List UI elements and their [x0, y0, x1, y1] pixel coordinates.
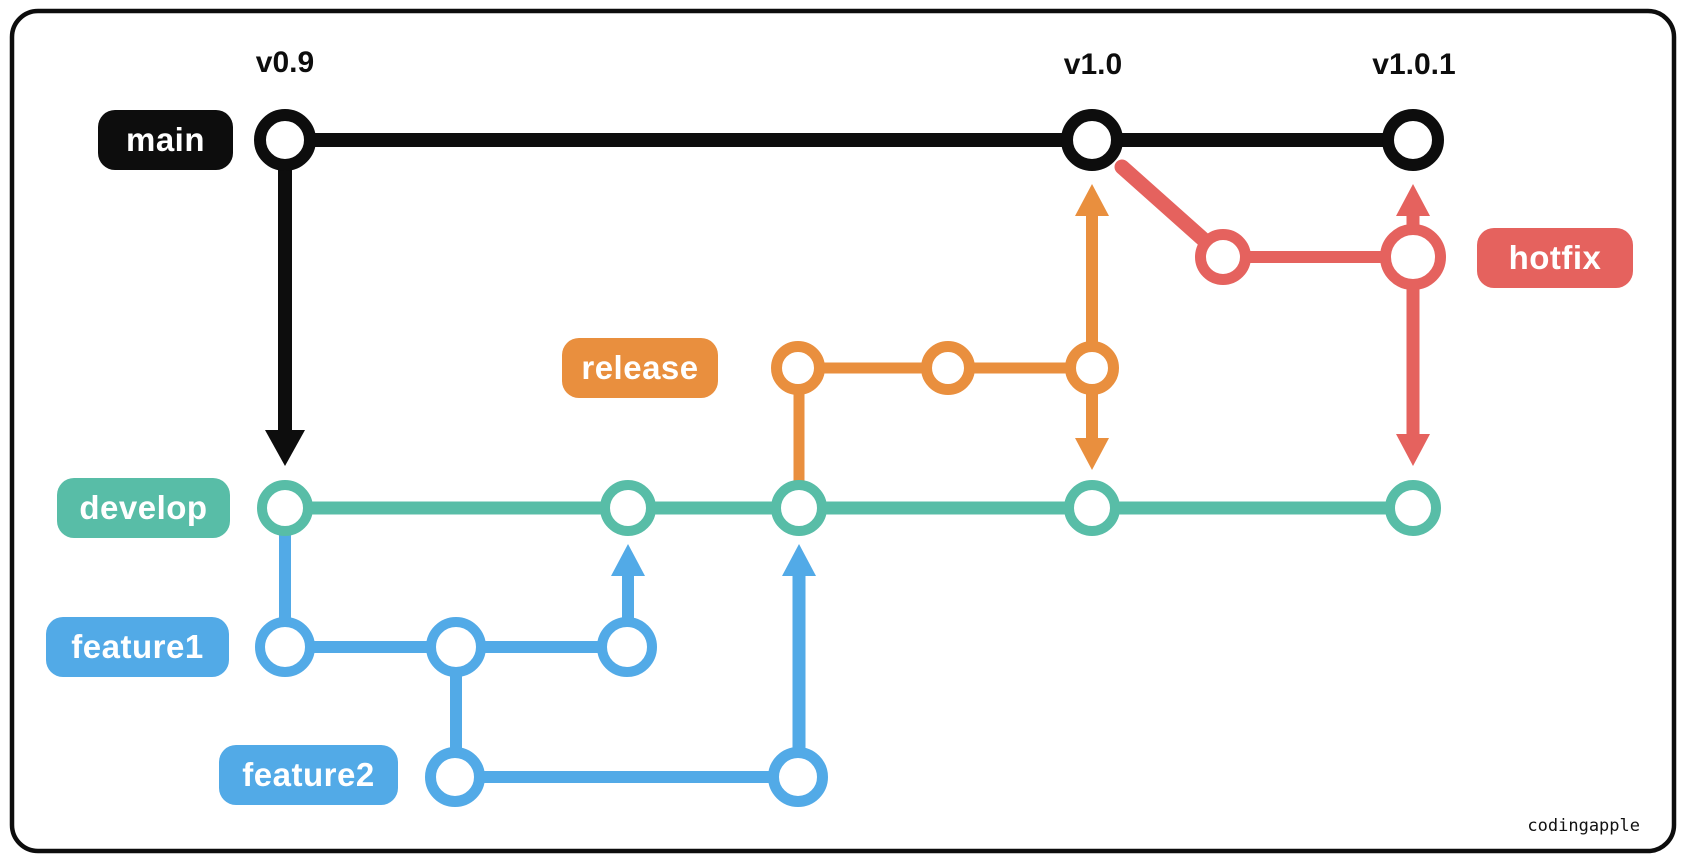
hotfix-merge-main-arrow-head: [1396, 184, 1430, 216]
commit-develop-3: [771, 480, 827, 536]
version-tag-v1.0.1: v1.0.1: [1372, 48, 1456, 81]
commit-develop-5: [1385, 480, 1441, 536]
branch-label-feature2: feature2: [219, 745, 398, 805]
branch-label-main: main: [98, 110, 233, 170]
hotfix-merge-develop-arrow-head: [1396, 434, 1430, 466]
commit-feature1-2: [426, 617, 486, 677]
commit-feature1-1: [255, 617, 315, 677]
commit-main-1: [254, 109, 316, 171]
feature1-merge-arrow-head: [611, 544, 645, 576]
release-merge-main-arrow-head: [1075, 184, 1109, 216]
commit-feature1-3: [597, 617, 657, 677]
branch-label-release: release: [562, 338, 718, 398]
branch-label-develop: develop: [57, 478, 230, 538]
commit-release-1: [771, 341, 825, 395]
watermark-text: codingapple: [1527, 816, 1640, 836]
version-tag-v1.0: v1.0: [1063, 48, 1123, 81]
commit-main-2: [1061, 109, 1123, 171]
commit-feature2-2: [768, 747, 828, 807]
branch-label-feature1: feature1: [46, 617, 229, 677]
commit-feature2-1: [425, 747, 485, 807]
commit-develop-1: [257, 480, 313, 536]
release-merge-develop-arrow-head: [1075, 438, 1109, 470]
branch-label-hotfix: hotfix: [1477, 228, 1633, 288]
commit-develop-4: [1064, 480, 1120, 536]
commit-hotfix-2: [1380, 224, 1446, 290]
commit-main-3: [1382, 109, 1444, 171]
commit-hotfix-1: [1195, 229, 1251, 285]
feature2-merge-arrow-head: [782, 544, 816, 576]
commit-release-2: [921, 341, 975, 395]
version-tag-v0.9: v0.9: [255, 46, 315, 79]
commit-develop-2: [600, 480, 656, 536]
commit-release-3: [1065, 341, 1119, 395]
canvas-border: [9, 8, 1677, 854]
main-to-develop-arrow-head: [265, 430, 305, 466]
